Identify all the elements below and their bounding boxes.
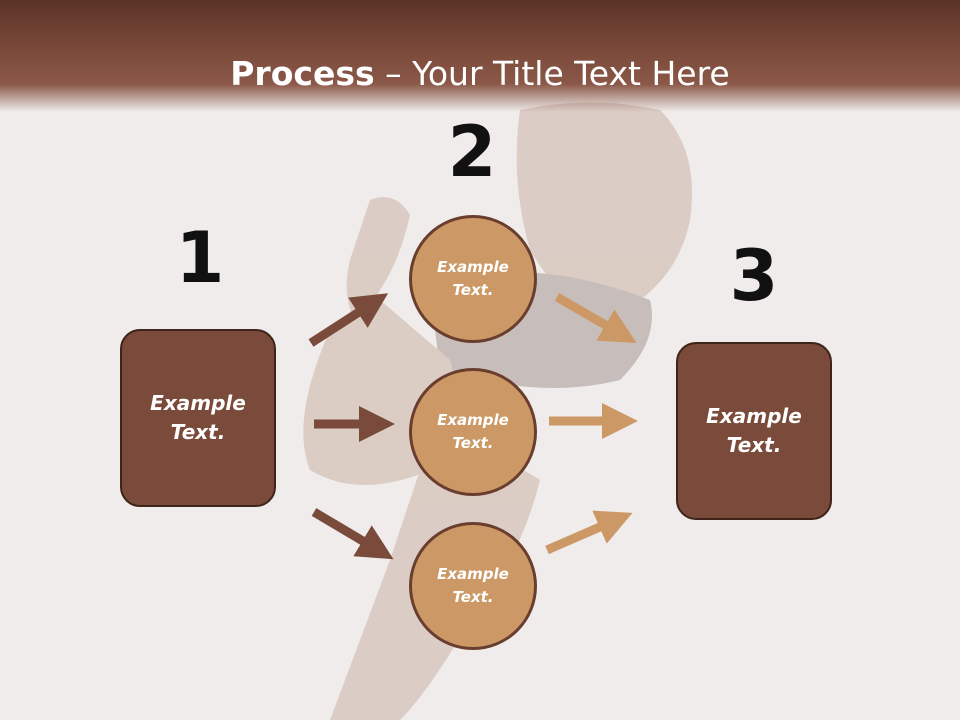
arrow-start-to-bottom: [311, 508, 394, 560]
step-number-1: 1: [175, 217, 225, 299]
step-number-3: 3: [729, 235, 779, 317]
title-bold: Process: [230, 54, 375, 93]
arrow-bottom-to-end: [545, 510, 633, 555]
step-number-2: 2: [447, 111, 497, 193]
process-circle-bottom: Example Text.: [409, 522, 537, 650]
process-circle-middle: Example Text.: [409, 368, 537, 496]
title-rest: – Your Title Text Here: [374, 54, 730, 93]
arrow-start-to-top: [308, 293, 389, 347]
title-banner: Process – Your Title Text Here: [0, 0, 960, 112]
arrow-top-to-end: [554, 293, 637, 344]
start-box-text: Example Text.: [150, 391, 246, 444]
process-circle-bottom-text: Example Text.: [437, 565, 509, 606]
page-title: Process – Your Title Text Here: [0, 50, 960, 98]
process-circle-top: Example Text.: [409, 215, 537, 343]
end-box-text: Example Text.: [706, 404, 802, 457]
end-box: Example Text.: [676, 342, 832, 520]
process-circle-middle-text: Example Text.: [437, 411, 509, 452]
start-box: Example Text.: [120, 329, 276, 507]
process-circle-top-text: Example Text.: [437, 258, 509, 299]
